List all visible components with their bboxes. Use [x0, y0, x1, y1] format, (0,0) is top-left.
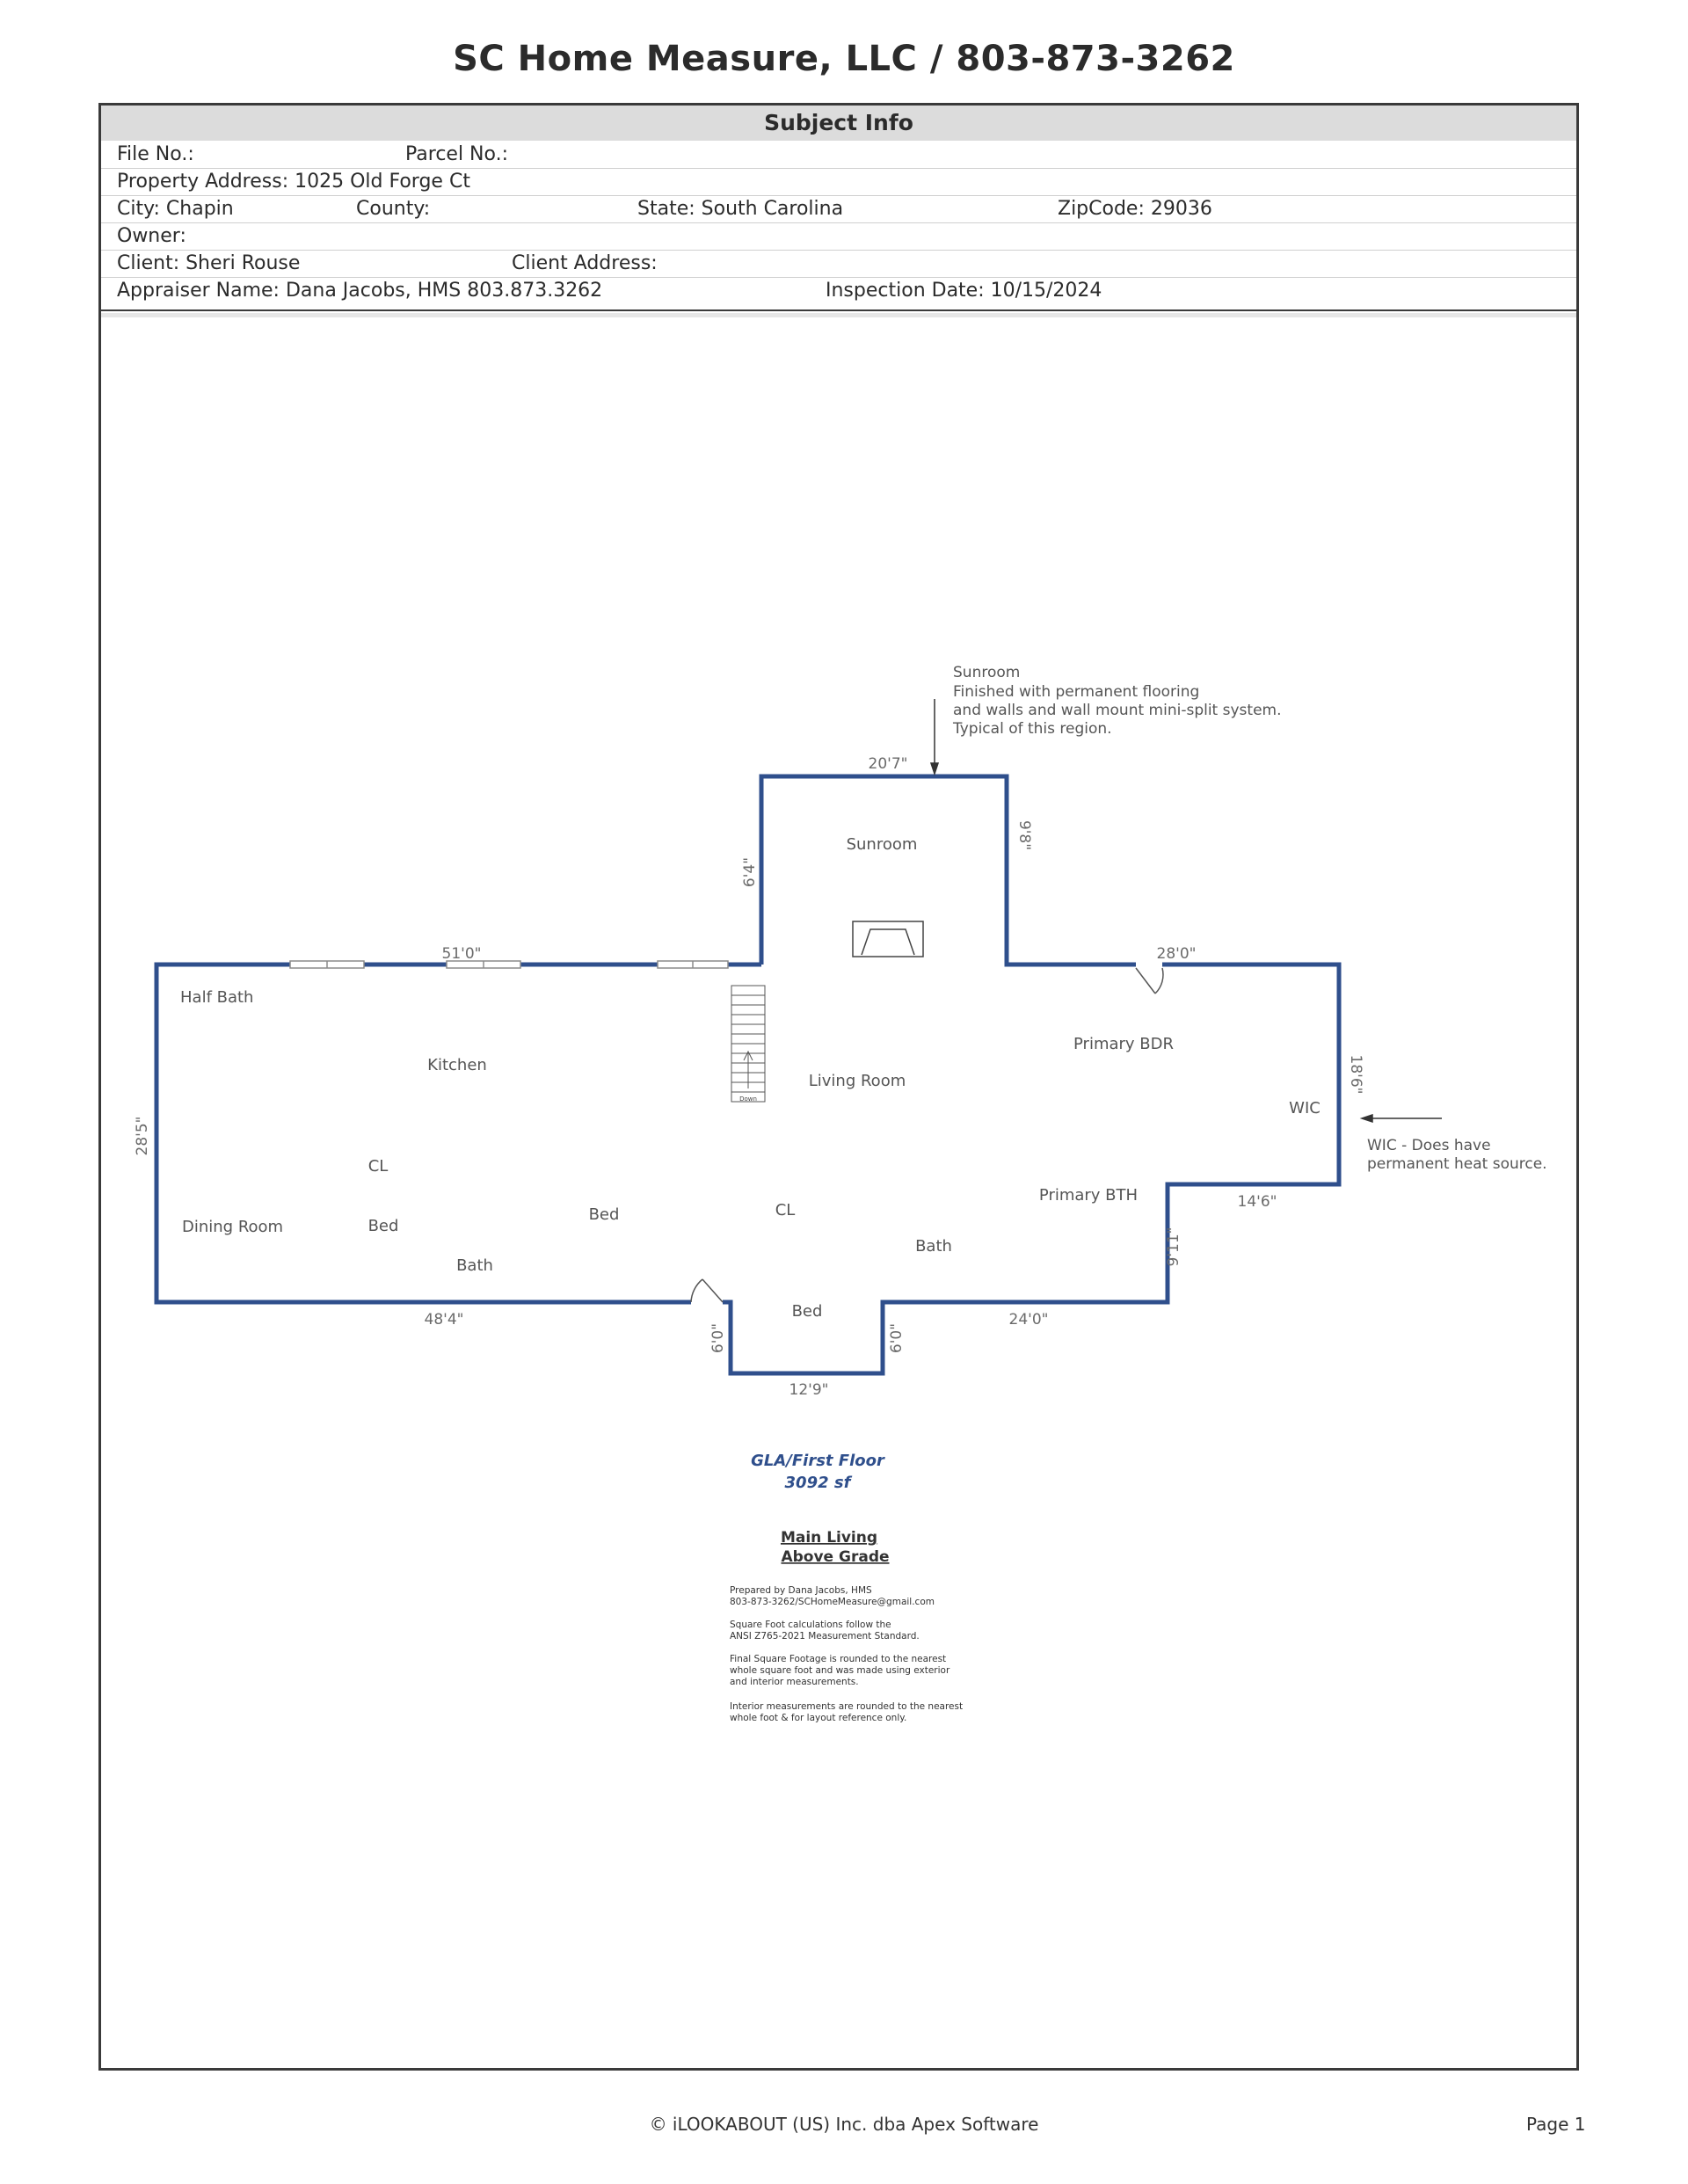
- info-row-file: File No.: Parcel No.:: [101, 141, 1576, 169]
- parcel-no: Parcel No.:: [405, 143, 508, 165]
- dim-right: 18'6": [1347, 1055, 1364, 1095]
- svg-text:and interior measurements.: and interior measurements.: [730, 1677, 859, 1687]
- owner: Owner:: [117, 225, 186, 247]
- dim-sunroom-right: 9'8": [1015, 820, 1033, 850]
- room-bath-left: Bath: [456, 1256, 493, 1275]
- dim-top-right: 28'0": [1157, 945, 1197, 963]
- svg-text:Interior measurements are roun: Interior measurements are rounded to the…: [730, 1701, 963, 1712]
- dim-bottom-right: 24'0": [1009, 1311, 1049, 1329]
- door-primary: [1135, 961, 1164, 994]
- room-bath-right: Bath: [915, 1237, 952, 1256]
- fireplace-icon: [852, 921, 924, 957]
- dimension-labels: 20'7" 51'0" 28'0" 14'6" 48'4" 24'0" 12'9…: [134, 755, 1364, 1399]
- stair-label: Down: [739, 1096, 757, 1103]
- room-cl-mid: CL: [775, 1201, 796, 1219]
- room-sunroom: Sunroom: [847, 835, 918, 854]
- arrow-icon: [1359, 1113, 1442, 1124]
- info-row-address: Property Address: 1025 Old Forge Ct: [101, 168, 1576, 196]
- room-living-room: Living Room: [809, 1072, 906, 1090]
- report-frame: Subject Info File No.: Parcel No.: Prope…: [98, 103, 1579, 2071]
- footer-copyright: © iLOOKABOUT (US) Inc. dba Apex Software: [649, 2114, 1039, 2135]
- room-bed-bottom: Bed: [792, 1302, 823, 1321]
- dim-bump-right: 6'0": [888, 1323, 906, 1353]
- door-front: [690, 1278, 724, 1306]
- gla-area: 3092 sf: [785, 1474, 853, 1492]
- dim-step-right: 9'11": [1165, 1227, 1182, 1267]
- stairs-icon: [731, 985, 766, 1103]
- room-bed-left: Bed: [368, 1217, 399, 1235]
- dim-sunroom-left: 6'4": [741, 857, 759, 887]
- arrow-icon: [929, 699, 940, 776]
- room-labels: Sunroom Half Bath Kitchen Living Room Pr…: [180, 835, 1321, 1321]
- sunroom-annotation: Sunroom Finished with permanent flooring…: [952, 664, 1282, 738]
- gla-title: GLA/First Floor: [751, 1452, 885, 1470]
- state: State: South Carolina: [637, 198, 844, 220]
- svg-text:Final Square Footage is rounde: Final Square Footage is rounded to the n…: [730, 1654, 946, 1664]
- main-living-label: Main Living: [781, 1529, 877, 1547]
- room-dining-room: Dining Room: [182, 1218, 283, 1236]
- svg-text:whole square foot and was made: whole square foot and was made using ext…: [730, 1665, 950, 1676]
- svg-text:WIC - Does have: WIC - Does have: [1367, 1137, 1491, 1154]
- page-number: Page 1: [1526, 2114, 1586, 2135]
- wic-annotation: WIC - Does have permanent heat source.: [1367, 1137, 1547, 1173]
- above-grade-label: Above Grade: [781, 1548, 889, 1566]
- info-row-appraiser: Appraiser Name: Dana Jacobs, HMS 803.873…: [101, 277, 1576, 304]
- room-wic: WIC: [1289, 1099, 1321, 1117]
- dim-bottom-left: 48'4": [425, 1311, 464, 1329]
- zipcode: ZipCode: 29036: [1058, 198, 1212, 220]
- client-address: Client Address:: [512, 252, 658, 274]
- room-bed-mid: Bed: [589, 1205, 620, 1224]
- room-cl-left: CL: [368, 1157, 389, 1176]
- info-row-owner: Owner:: [101, 222, 1576, 251]
- dim-bump-left: 6'0": [709, 1323, 727, 1353]
- svg-text:permanent heat source.: permanent heat source.: [1367, 1155, 1547, 1173]
- info-divider: [101, 309, 1576, 311]
- svg-text:ANSI Z765-2021 Measurement Sta: ANSI Z765-2021 Measurement Standard.: [730, 1631, 920, 1642]
- subject-info-header: Subject Info: [101, 106, 1576, 141]
- city: City: Chapin: [117, 198, 234, 220]
- exterior-walls: [154, 774, 1342, 1376]
- county: County:: [356, 198, 431, 220]
- page-title: SC Home Measure, LLC / 803-873-3262: [453, 39, 1235, 79]
- svg-text:and walls and wall mount mini-: and walls and wall mount mini-split syst…: [953, 702, 1282, 719]
- file-no: File No.:: [117, 143, 194, 165]
- info-shadow: [101, 313, 1576, 317]
- dim-bump-bottom: 12'9": [789, 1381, 829, 1399]
- room-primary-bdr: Primary BDR: [1073, 1035, 1174, 1053]
- svg-text:Finished with permanent floori: Finished with permanent flooring: [953, 683, 1199, 701]
- window-openings: [289, 960, 729, 969]
- info-row-client: Client: Sheri Rouse Client Address:: [101, 250, 1576, 278]
- svg-text:whole foot & for layout refere: whole foot & for layout reference only.: [730, 1713, 906, 1723]
- dim-top-left: 51'0": [442, 945, 482, 963]
- prepared-notes: Prepared by Dana Jacobs, HMS 803-873-326…: [730, 1585, 963, 1723]
- dim-top-sunroom: 20'7": [869, 755, 908, 773]
- svg-text:Typical of this region.: Typical of this region.: [952, 720, 1112, 738]
- room-kitchen: Kitchen: [427, 1056, 487, 1074]
- svg-text:Sunroom: Sunroom: [953, 664, 1020, 681]
- svg-text:Prepared by Dana Jacobs, HMS: Prepared by Dana Jacobs, HMS: [730, 1585, 872, 1596]
- client: Client: Sheri Rouse: [117, 252, 301, 274]
- dim-left: 28'5": [134, 1117, 151, 1156]
- svg-text:Square Foot calculations follo: Square Foot calculations follow the: [730, 1620, 891, 1630]
- room-primary-bth: Primary BTH: [1039, 1186, 1138, 1205]
- info-row-city: City: Chapin County: State: South Caroli…: [101, 195, 1576, 223]
- room-half-bath: Half Bath: [180, 988, 253, 1007]
- appraiser: Appraiser Name: Dana Jacobs, HMS 803.873…: [117, 280, 603, 302]
- inspection-date: Inspection Date: 10/15/2024: [826, 280, 1102, 302]
- property-address: Property Address: 1025 Old Forge Ct: [117, 171, 470, 193]
- svg-text:803-873-3262/SCHomeMeasure@gma: 803-873-3262/SCHomeMeasure@gmail.com: [730, 1597, 935, 1607]
- dim-step-bottom: 14'6": [1238, 1193, 1277, 1211]
